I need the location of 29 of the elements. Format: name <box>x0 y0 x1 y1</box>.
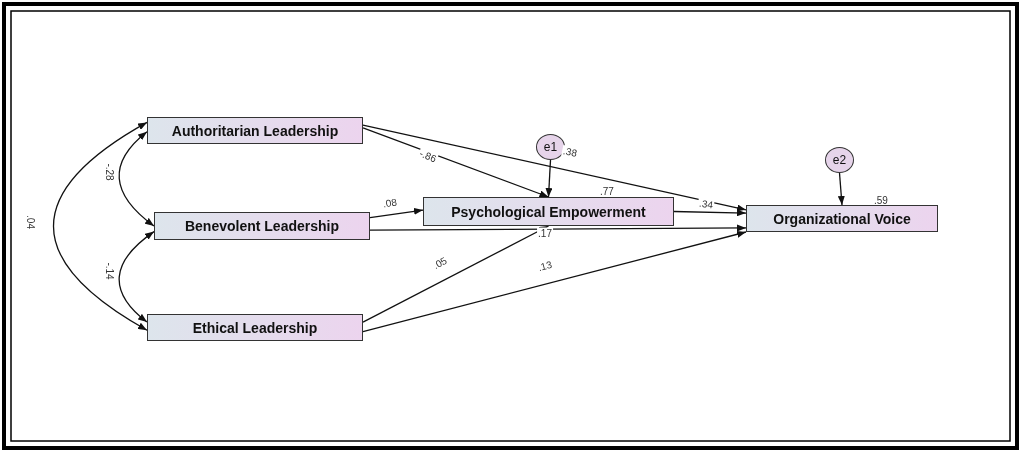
r-squared-label: .59 <box>874 195 888 206</box>
edge-label: -.28 <box>103 162 115 182</box>
path-arrow <box>369 224 747 232</box>
path-arrow <box>545 159 553 198</box>
edge-label: .17 <box>537 227 553 239</box>
path-arrow <box>673 209 747 217</box>
covariance-arrow <box>118 230 155 323</box>
r-squared-label: .77 <box>600 186 614 197</box>
variable-box: Organizational Voice <box>746 205 938 232</box>
edge-label: .34 <box>697 197 715 211</box>
variable-box: Authoritarian Leadership <box>147 117 363 144</box>
error-term-circle: e2 <box>825 147 854 173</box>
path-arrow <box>362 225 550 323</box>
covariance-arrow <box>52 121 148 331</box>
covariance-arrow <box>118 131 155 227</box>
variable-box: Benevolent Leadership <box>154 212 370 240</box>
error-term-circle: e1 <box>536 134 565 160</box>
edge-label: -.14 <box>103 261 115 281</box>
path-arrow <box>369 207 424 219</box>
edge-label: .08 <box>381 196 399 210</box>
variable-box: Ethical Leadership <box>147 314 363 341</box>
path-arrow <box>362 124 747 212</box>
path-arrow <box>837 172 845 206</box>
edge-label: .04 <box>24 214 36 230</box>
path-arrow <box>362 230 747 333</box>
variable-box: Psychological Empowerment <box>423 197 674 226</box>
path-arrow <box>362 127 550 198</box>
edge-label: .38 <box>561 144 579 160</box>
edge-label: -.86 <box>417 147 439 165</box>
